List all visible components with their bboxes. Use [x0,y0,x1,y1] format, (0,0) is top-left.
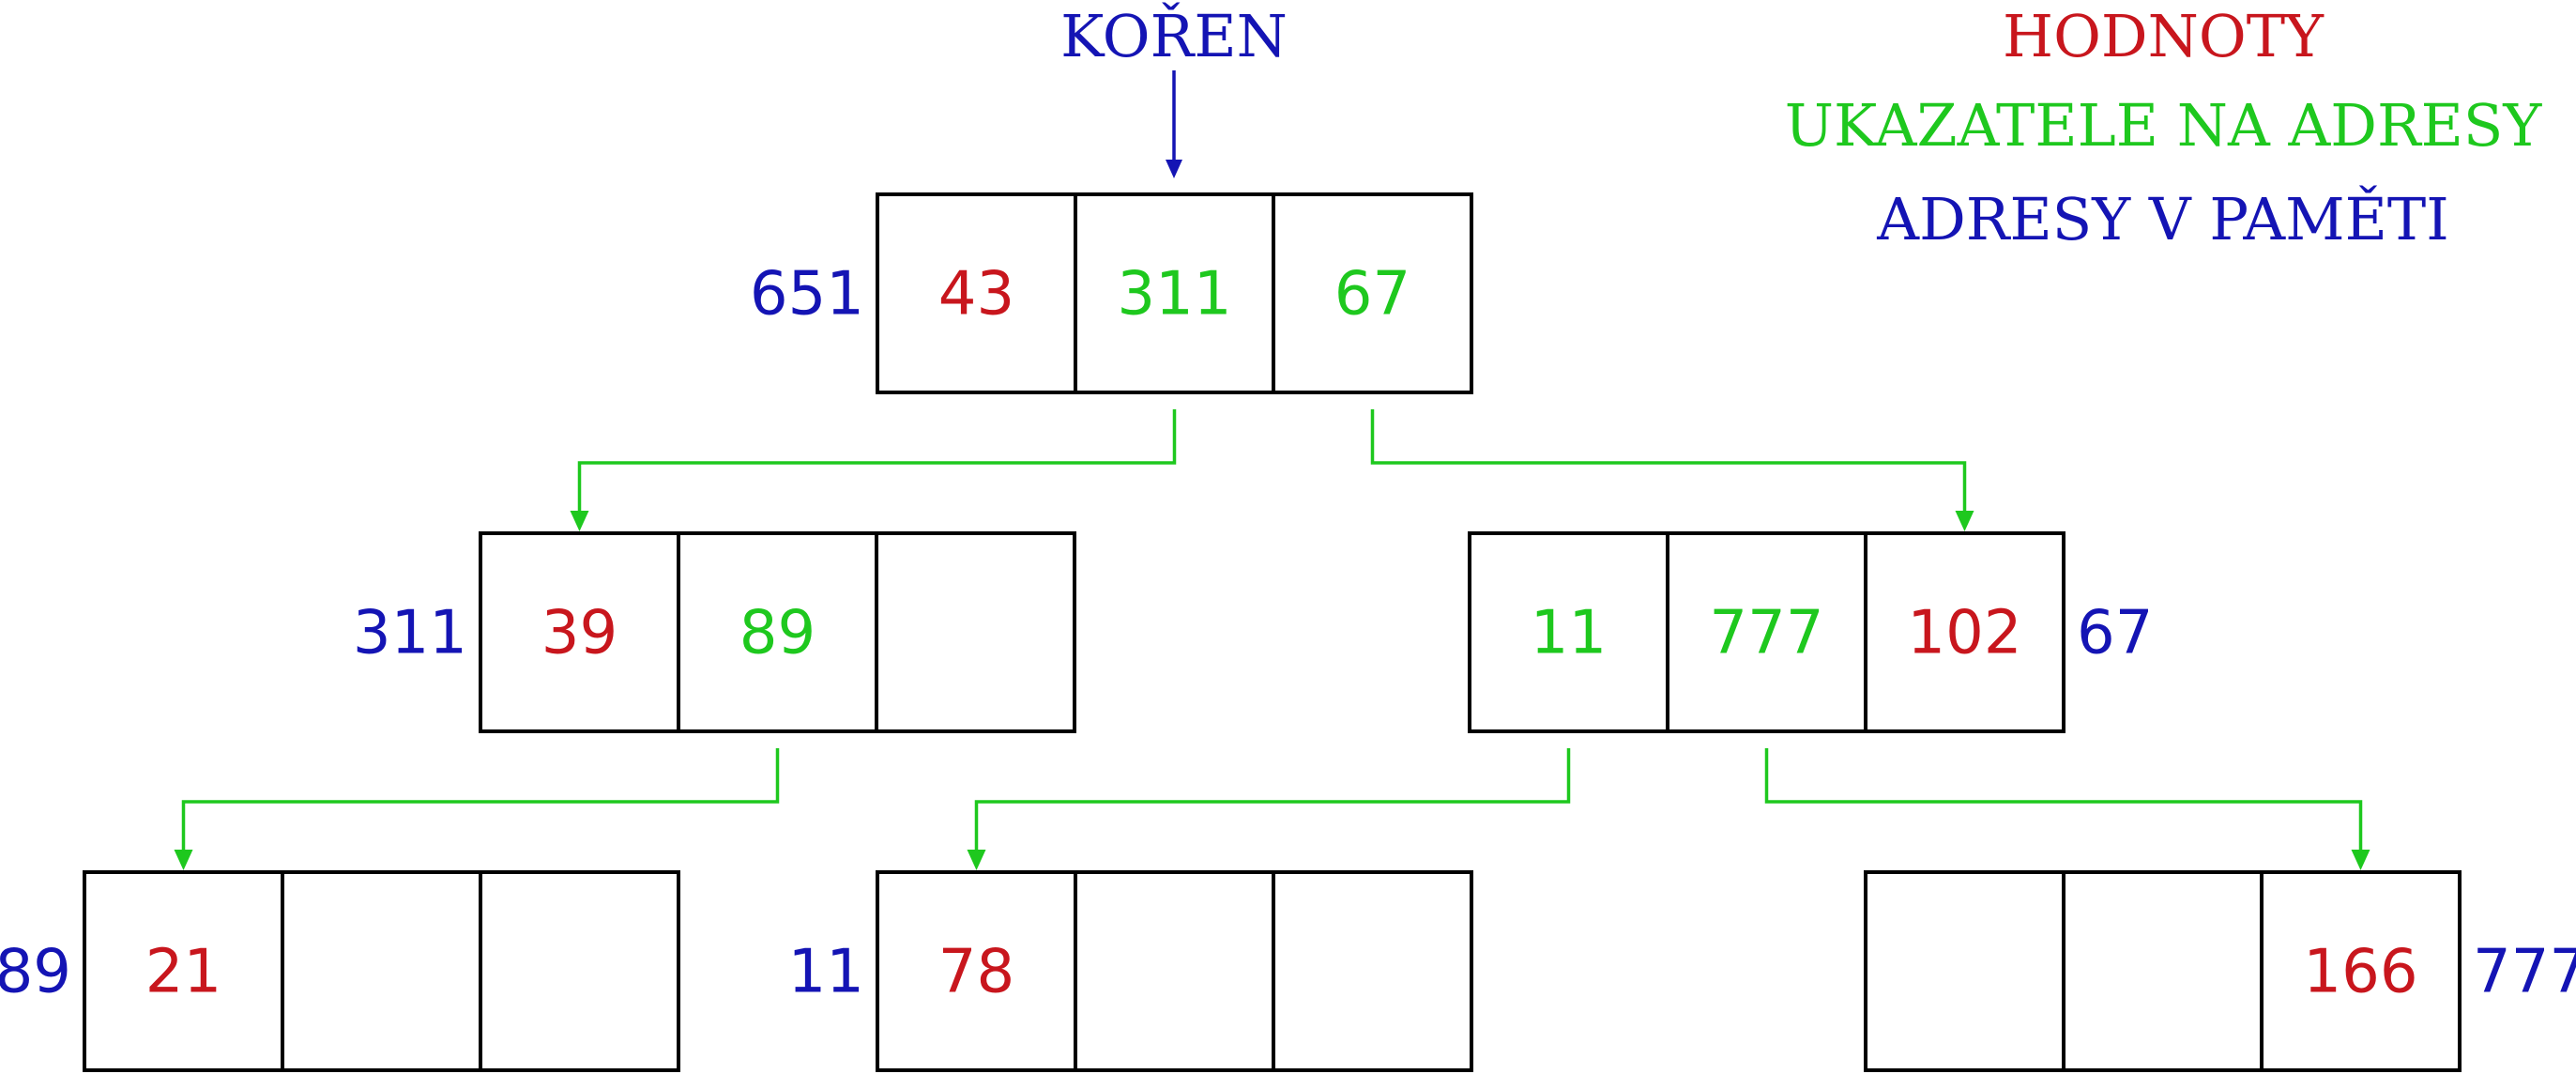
node-cell [2260,870,2462,1072]
node-address-label: 89 [0,938,71,1007]
node-cell [1074,870,1275,1072]
pointer-arrowhead [2351,850,2370,870]
node-address-label: 311 [353,599,467,668]
pointer-arrowhead [1955,511,1974,531]
legend-addresses: ADRESY V PAMĚTI [1876,185,2448,253]
tree-node-67: 11 777 102 67 [1468,531,2153,733]
legend-values: HODNOTY [2003,2,2324,70]
node-cell [677,531,878,733]
pointer-arrowhead [570,511,589,531]
cell-value: 166 [2303,938,2417,1007]
cell-pointer: 67 [1334,260,1410,330]
node-cell [1074,192,1275,394]
pointer-connectors [174,409,2370,870]
tree-node-11: 78 11 [788,870,1473,1072]
node-cell [83,870,284,1072]
node-cell [1666,531,1867,733]
legend-pointers: UKAZATELE NA ADRESY [1785,91,2543,160]
cell-value: 43 [938,260,1014,330]
tree-nodes: 43 311 67 651 39 89 311 11 777 102 67 21 89 78 11 166 77… [0,192,2576,1072]
cell-value: 102 [1907,599,2021,668]
cell-pointer: 311 [1117,260,1231,330]
pointer-arrowhead [174,850,193,870]
pointer-connector [577,409,1177,513]
cell-pointer: 11 [1531,599,1607,668]
node-cell [1468,531,1669,733]
root-label: KOŘEN [1060,2,1288,70]
node-cell [876,870,1077,1072]
cell-pointer: 89 [739,599,815,668]
node-address-label: 11 [788,938,864,1007]
node-cell [1272,192,1473,394]
pointer-connector [974,748,1571,852]
node-cell [1272,870,1473,1072]
node-cell [2062,870,2264,1072]
node-cell [876,192,1077,394]
pointer-connector [1370,409,1967,513]
cell-value: 78 [938,938,1014,1007]
tree-node-89: 21 89 [0,870,680,1072]
node-address-label: 777 [2473,938,2576,1007]
cell-value: 39 [541,599,617,668]
pointer-connector [181,748,780,852]
pointer-connector [1764,748,2363,852]
tree-node-651: 43 311 67 651 [750,192,1473,394]
node-cell [1864,531,2065,733]
node-cell [1864,870,2065,1072]
tree-node-311: 39 89 311 [353,531,1076,733]
node-cell [479,531,680,733]
cell-pointer: 777 [1709,599,1823,668]
node-cell [479,870,680,1072]
tree-node-777: 166 777 [1864,870,2576,1072]
node-address-label: 651 [750,260,864,330]
node-cell [281,870,482,1072]
cell-value: 21 [145,938,221,1007]
node-cell [875,531,1076,733]
pointer-arrowhead [967,850,986,870]
node-address-label: 67 [2077,599,2153,668]
root-arrow [1166,70,1182,178]
